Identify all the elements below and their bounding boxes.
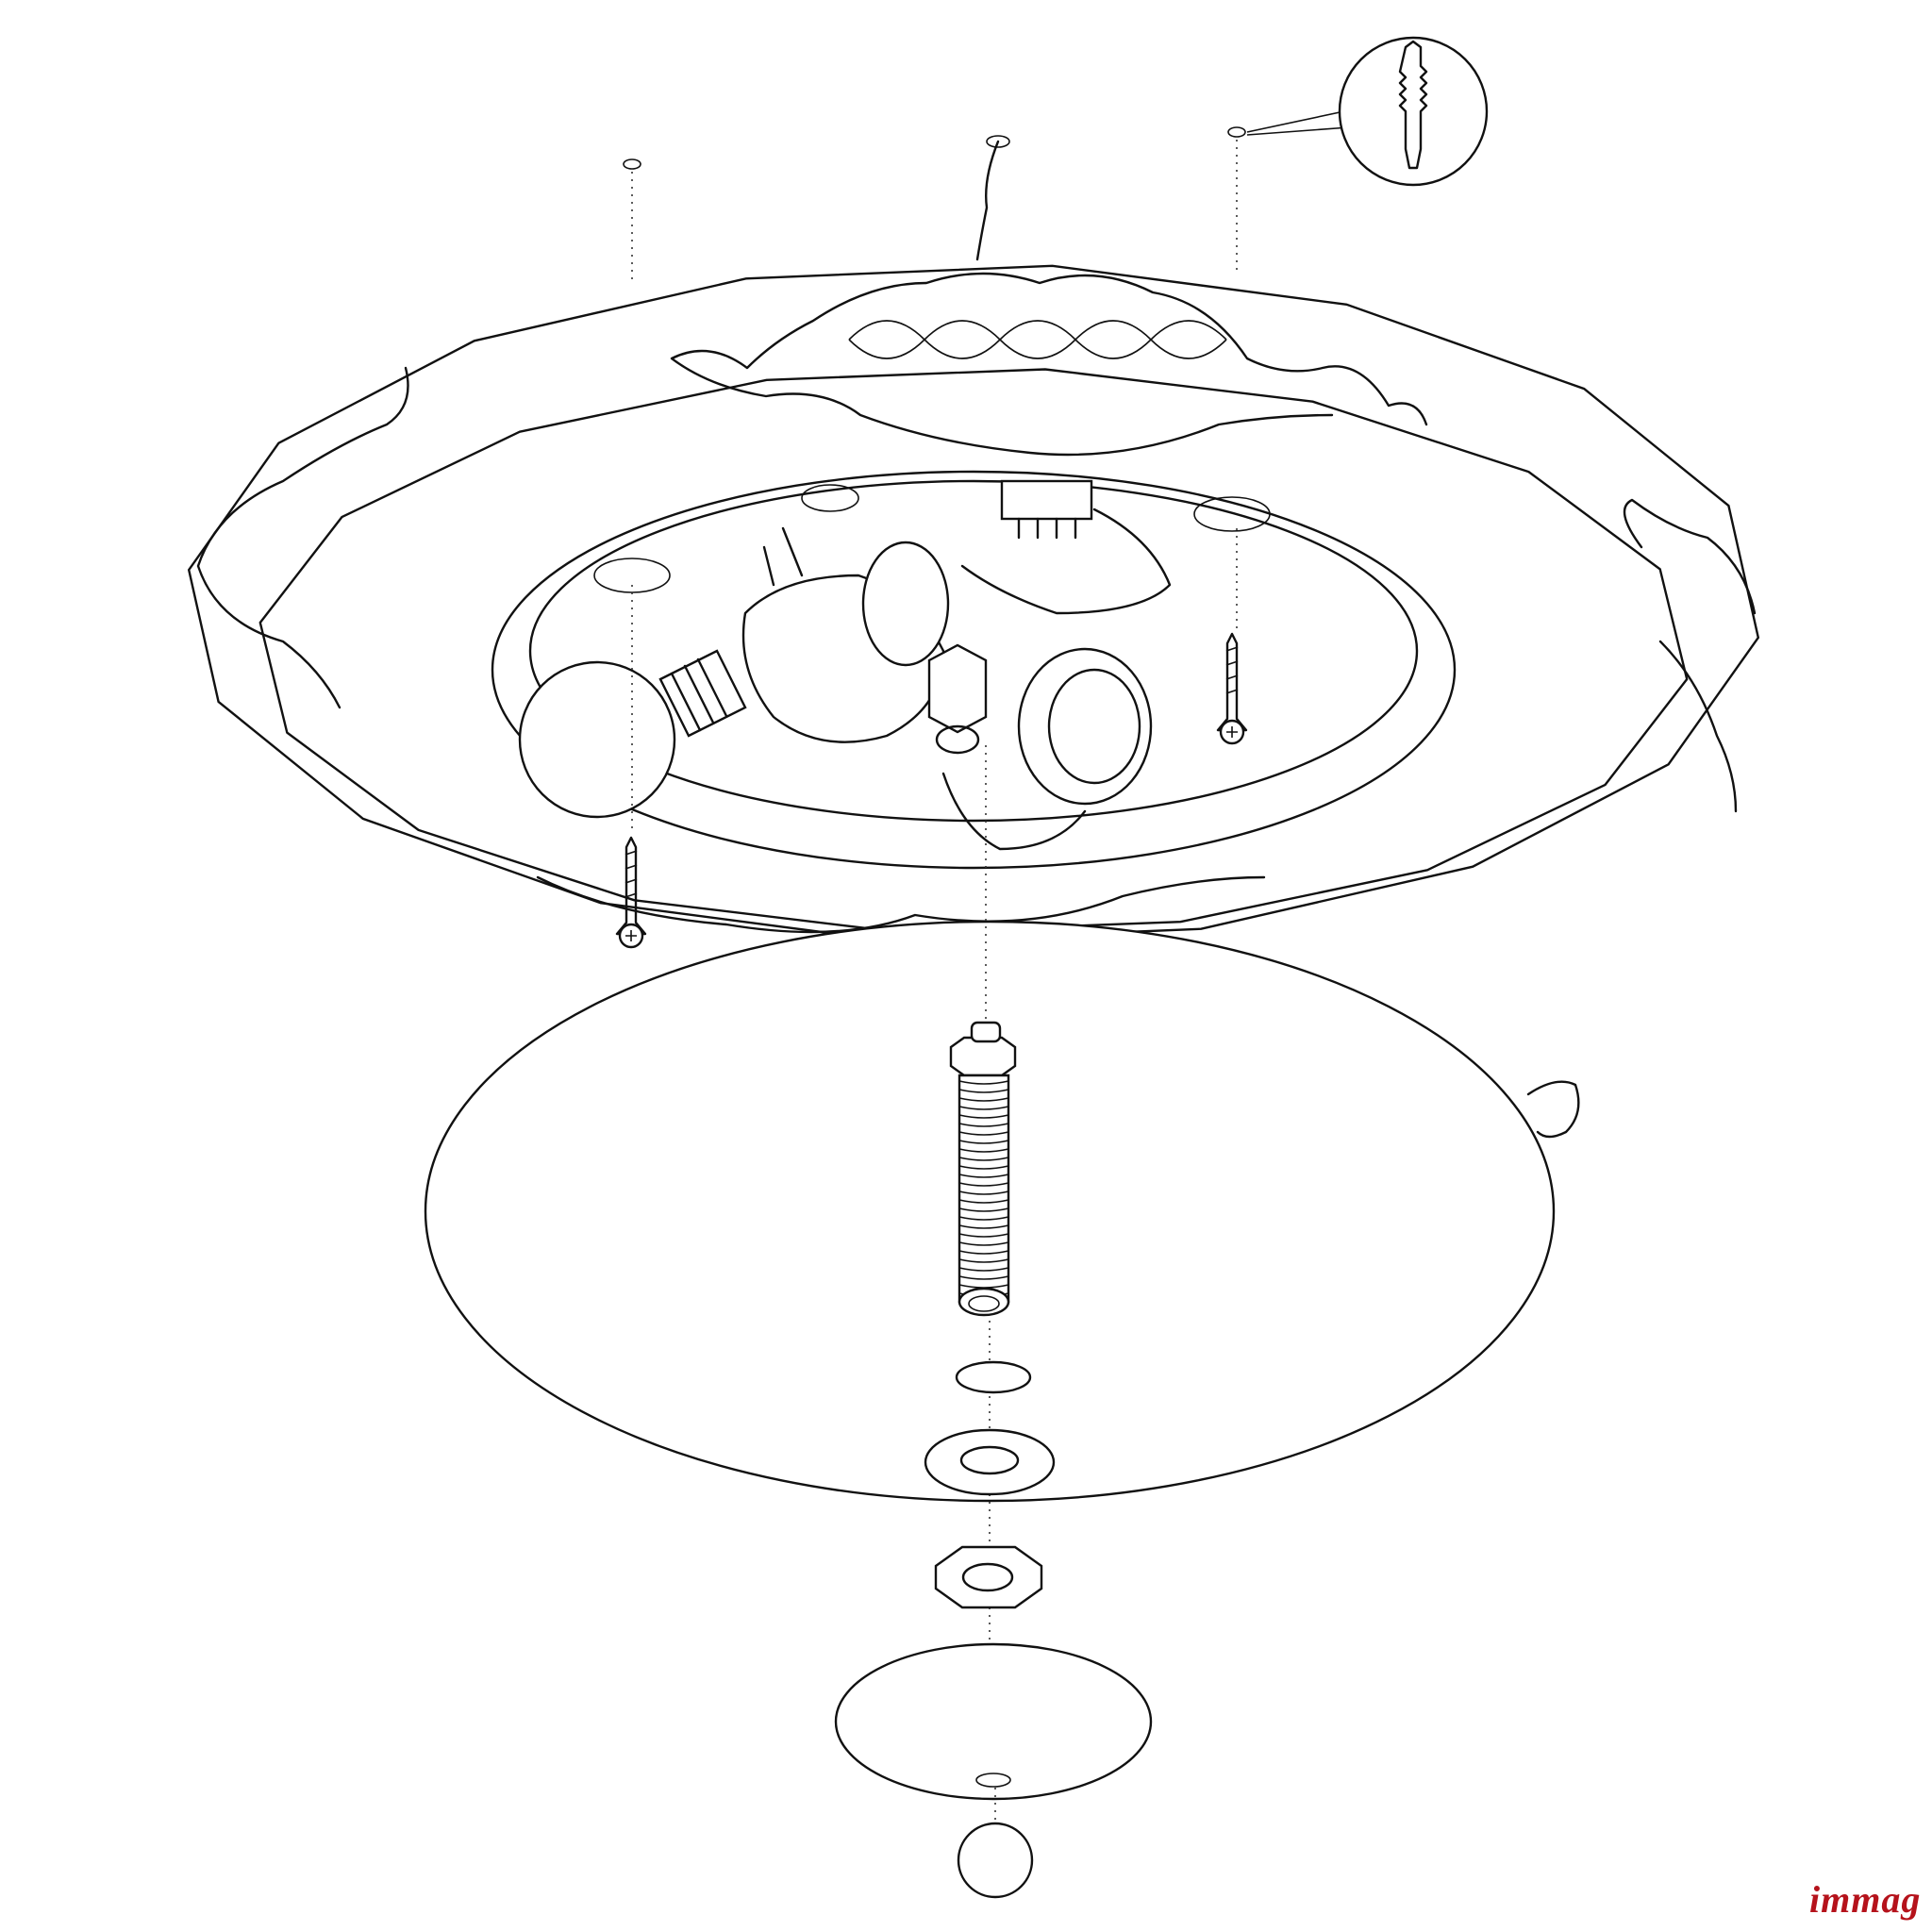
cable-end	[986, 135, 1010, 148]
light-bulb	[518, 660, 676, 819]
rod-thread	[958, 1131, 1009, 1136]
wall-plug	[623, 158, 641, 170]
rod-thread	[958, 1123, 1009, 1127]
rod-thread	[958, 1233, 1009, 1238]
rod-thread	[958, 1080, 1009, 1085]
wall-fixings	[615, 36, 1489, 949]
plate-hole	[801, 484, 859, 512]
rod-thread	[958, 1097, 1009, 1102]
rod-thread	[958, 1216, 1009, 1221]
threaded-rod	[949, 745, 1017, 1317]
wall-plug-detail-circle	[1338, 36, 1489, 187]
rod-thread	[958, 1174, 1009, 1178]
hex-nut	[934, 1545, 1043, 1609]
power-cable	[975, 140, 1000, 261]
rod-thread	[958, 1157, 1009, 1161]
rod-thread	[958, 1275, 1009, 1280]
terminal-block-body	[1000, 479, 1093, 521]
watermark-logo: immag	[1809, 1878, 1922, 1921]
hex-coupling	[927, 643, 988, 734]
ornament-left	[196, 366, 409, 709]
rod-thread	[958, 1182, 1009, 1187]
rod-thread	[958, 1106, 1009, 1110]
shade-edge-detail	[1526, 1080, 1580, 1139]
ornament-right	[1623, 498, 1757, 813]
inner-shade-rim	[258, 368, 1689, 934]
rod-thread	[958, 1089, 1009, 1093]
ornament-front	[536, 875, 1266, 934]
rod-thread	[958, 1267, 1009, 1272]
wall-plug-icon	[1398, 40, 1428, 170]
rod-thread	[958, 1250, 1009, 1255]
rod-thread	[958, 1224, 1009, 1229]
lamp-body	[187, 264, 1760, 943]
terminal-block	[960, 479, 1172, 615]
rod-thread	[958, 1114, 1009, 1119]
finial-ball	[957, 1822, 1034, 1899]
rod-thread	[958, 1165, 1009, 1170]
socket-cup	[1017, 647, 1153, 806]
rubber-washer	[924, 1428, 1056, 1496]
socket-ring	[861, 541, 950, 667]
rod-thread	[958, 1190, 1009, 1195]
plate-hole	[1193, 496, 1271, 532]
rod-thread	[958, 1148, 1009, 1153]
wall-plug	[1227, 126, 1246, 138]
small-washer	[955, 1360, 1032, 1394]
rod-thread	[958, 1199, 1009, 1204]
ornament-top	[670, 272, 1428, 457]
rod-thread	[958, 1241, 1009, 1246]
ornament-knot	[848, 320, 1227, 359]
rod-nut	[949, 1036, 1017, 1077]
mounting-plate-inner	[528, 479, 1419, 823]
rod-thread	[958, 1258, 1009, 1263]
rod-thread	[958, 1140, 1009, 1144]
rod-thread	[958, 1207, 1009, 1212]
finial-cap	[834, 1642, 1153, 1801]
light-bulb-assembly	[518, 526, 1153, 851]
